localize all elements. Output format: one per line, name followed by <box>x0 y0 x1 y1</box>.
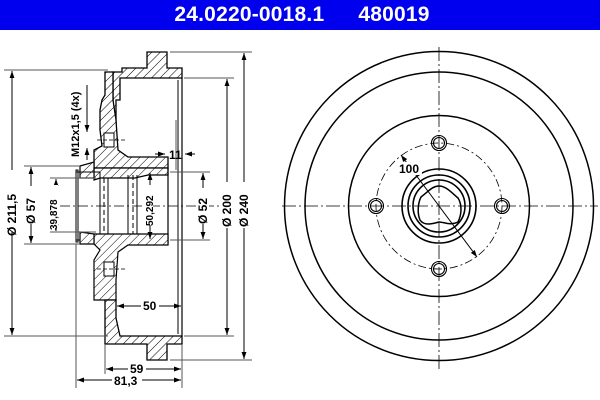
dim-bore-inner-right: 50,292 <box>145 195 156 226</box>
dim-braking-diameter: Ø 200 <box>220 194 234 227</box>
dim-outer-diameter-left: Ø 211,5 <box>5 194 19 236</box>
drum-section-lower <box>104 299 183 361</box>
bolt-holes <box>367 134 511 278</box>
section-view <box>4 51 252 388</box>
dim-thread: M12x1,5 (4x) <box>70 91 82 157</box>
dim-hub-bore-diameter: Ø 52 <box>196 198 210 224</box>
outer-rim-circle <box>283 50 595 362</box>
hub-flange-circle <box>347 114 531 298</box>
braking-surface-circle <box>304 71 574 341</box>
extension-lines <box>4 51 252 388</box>
front-view <box>282 47 598 372</box>
article-number: 24.0220-0018.1 <box>174 3 325 26</box>
dim-overall-height: 81,3 <box>114 374 138 388</box>
hub-section <box>75 161 169 301</box>
bolt-circle-label: 100 <box>399 162 419 176</box>
dim-drum-depth: 59 <box>130 362 144 376</box>
center-trilobe-profile <box>417 185 462 225</box>
reference-number: 480019 <box>358 3 430 26</box>
dim-hub-outer-diameter: Ø 57 <box>24 198 38 224</box>
title-bar: 24.0220-0018.1 480019 <box>0 0 600 30</box>
dim-braking-width: 50 <box>143 299 157 313</box>
dim-bore-inner: 39,878 <box>49 199 60 230</box>
section-dimension-labels: Ø 211,5 Ø 57 39,878 M12x1,5 (4x) 50,292 … <box>5 91 251 388</box>
dim-overall-diameter: Ø 240 <box>237 194 251 227</box>
thread-holes <box>97 132 125 277</box>
dim-flange-thickness: 11 <box>169 148 182 162</box>
bolt-circle <box>375 142 503 270</box>
